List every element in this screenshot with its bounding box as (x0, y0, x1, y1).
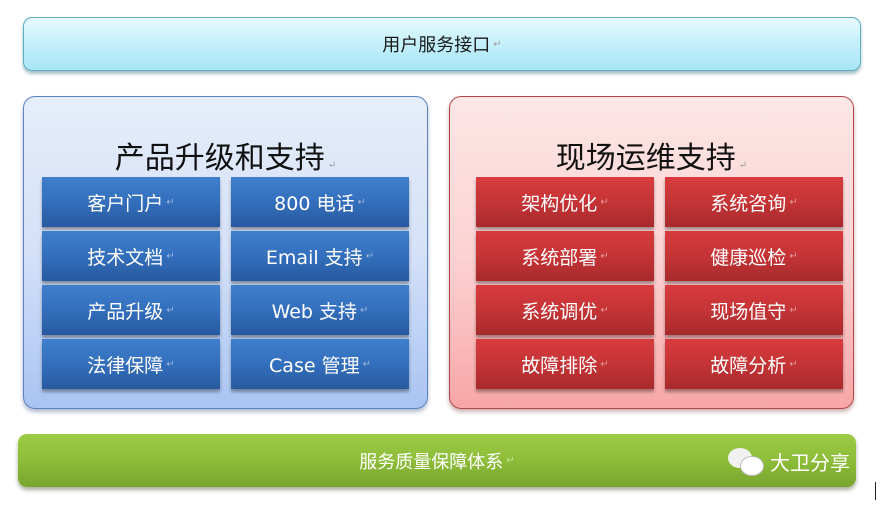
panel-title: 产品升级和支持↵ (114, 141, 337, 176)
item-health-check: 健康巡检↵ (665, 231, 843, 281)
item-fault-analysis: 故障分析↵ (665, 339, 843, 389)
item-troubleshooting: 故障排除↵ (476, 339, 654, 389)
onsite-ops-support-panel: 现场运维支持↵ 架构优化↵ 系统咨询↵ 系统部署↵ 健康巡检↵ 系统调优↵ 现场… (449, 96, 854, 409)
item-grid: 客户门户↵ 800 电话↵ 技术文档↵ Email 支持↵ 产品升级↵ Web … (42, 177, 409, 389)
item-customer-portal: 客户门户↵ (42, 177, 220, 227)
item-web-support: Web 支持↵ (231, 285, 409, 335)
watermark: 大卫分享 (728, 447, 850, 476)
wechat-icon (728, 447, 764, 476)
item-product-upgrade: 产品升级↵ (42, 285, 220, 335)
product-upgrade-support-panel: 产品升级和支持↵ 客户门户↵ 800 电话↵ 技术文档↵ Email 支持↵ 产… (23, 96, 428, 409)
paragraph-mark-icon: ↵ (738, 160, 748, 171)
watermark-text: 大卫分享 (770, 451, 850, 475)
item-email-support: Email 支持↵ (231, 231, 409, 281)
bottom-bar-label: 服务质量保障体系 (359, 451, 504, 473)
item-onsite-duty: 现场值守↵ (665, 285, 843, 335)
paragraph-mark-icon: ↵ (493, 38, 502, 50)
item-grid: 架构优化↵ 系统咨询↵ 系统部署↵ 健康巡检↵ 系统调优↵ 现场值守↵ 故障排除… (476, 177, 843, 389)
item-system-tuning: 系统调优↵ (476, 285, 654, 335)
item-system-consulting: 系统咨询↵ (665, 177, 843, 227)
panel-title: 现场运维支持↵ (555, 141, 748, 176)
item-case-management: Case 管理↵ (231, 339, 409, 389)
item-system-deployment: 系统部署↵ (476, 231, 654, 281)
item-tech-docs: 技术文档↵ (42, 231, 220, 281)
item-800-phone: 800 电话↵ (231, 177, 409, 227)
top-bar-label: 用户服务接口 (382, 35, 491, 56)
service-quality-assurance-bar: 服务质量保障体系↵ 大卫分享 (18, 434, 856, 487)
item-legal-assurance: 法律保障↵ (42, 339, 220, 389)
paragraph-mark-icon: ↵ (327, 160, 337, 171)
paragraph-mark-icon: ↵ (506, 455, 515, 466)
item-architecture-optimization: 架构优化↵ (476, 177, 654, 227)
text-cursor (875, 482, 876, 500)
user-service-interface-bar: 用户服务接口↵ (23, 17, 861, 71)
